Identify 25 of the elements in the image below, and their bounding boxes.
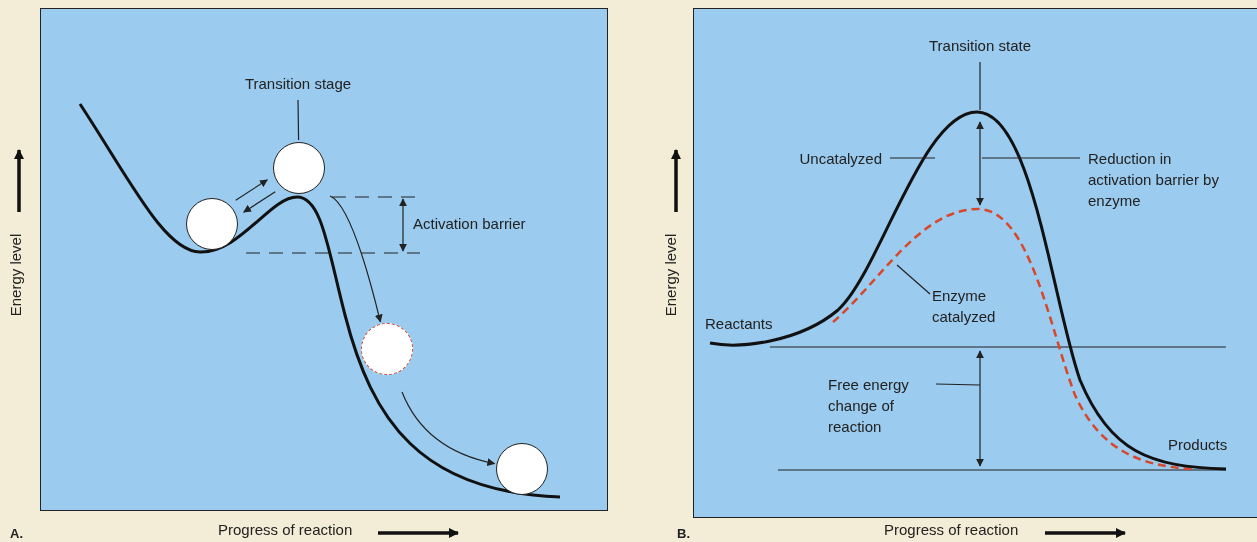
- panel-letter: B.: [677, 525, 690, 542]
- annotation-label: Transition state: [910, 35, 1050, 56]
- leader-line: [889, 157, 936, 159]
- text-label: Reactants: [705, 314, 773, 334]
- leader-line: [297, 99, 300, 141]
- leader-line: [935, 383, 981, 386]
- text-label: Products: [1168, 435, 1228, 455]
- panel-letter: A.: [10, 525, 23, 542]
- annotation-label: Free energy change of reaction: [828, 374, 928, 437]
- arrow: [401, 391, 496, 466]
- text-label: Activation barrier: [413, 214, 526, 234]
- arrow: [243, 191, 276, 213]
- arrow: [235, 179, 268, 201]
- leader-line: [896, 264, 931, 295]
- axis-label: Energy level: [661, 233, 681, 317]
- text-label: Progress of reaction: [218, 520, 353, 540]
- annotation-label: Transition stage: [236, 73, 360, 94]
- arrow: [329, 195, 383, 323]
- axis-label: Energy level: [6, 233, 26, 317]
- leader-line: [979, 61, 981, 111]
- leader-line: [981, 157, 1081, 159]
- annotation-label: Enzyme catalyzed: [932, 285, 1022, 327]
- text-label: Progress of reaction: [884, 520, 1019, 540]
- annotation-label: Reduction in activation barrier by enzyme: [1088, 148, 1238, 211]
- annotation-label: Uncatalyzed: [782, 148, 882, 169]
